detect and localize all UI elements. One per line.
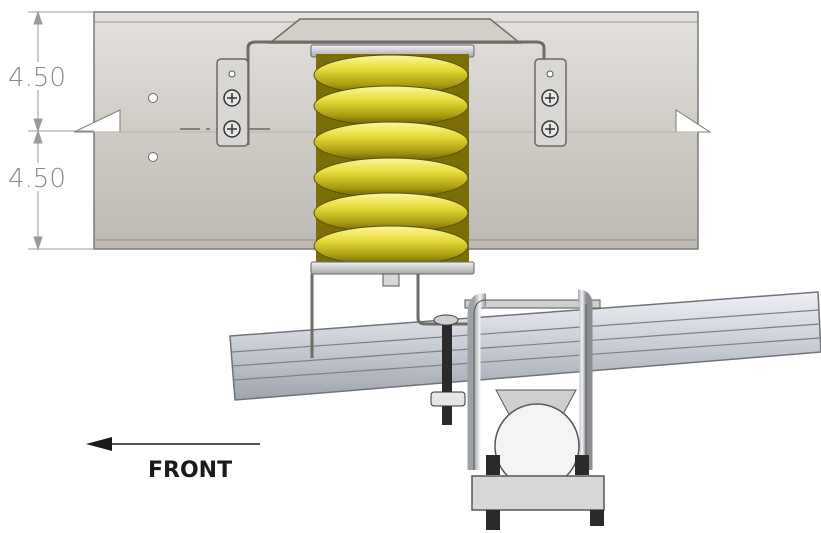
u-bolt-right (577, 289, 593, 470)
spring-convolution (313, 225, 469, 267)
front-arrow (86, 437, 260, 451)
frame-hole (148, 93, 158, 103)
spring-convolution (313, 85, 469, 127)
spring-convolution (313, 157, 469, 199)
front-label: FRONT (148, 458, 232, 483)
frame-hole (148, 152, 158, 162)
leaf-spring (229, 291, 821, 401)
spring-convolution (313, 121, 469, 163)
u-bolt-plate (464, 299, 601, 309)
lower-spring-plate (310, 261, 475, 275)
axle-assembly (464, 289, 605, 530)
dimension-label-upper: 4.50 (8, 63, 66, 93)
air-spring (310, 44, 475, 287)
upper-bracket (216, 18, 567, 147)
axle-saddle (471, 475, 605, 511)
dimension-label-lower: 4.50 (8, 164, 66, 194)
threaded-rod (430, 314, 466, 425)
rod-clamp (430, 391, 466, 407)
dimension-lines (28, 10, 94, 251)
arrow-head-icon (86, 437, 112, 451)
lower-bracket (310, 274, 470, 358)
